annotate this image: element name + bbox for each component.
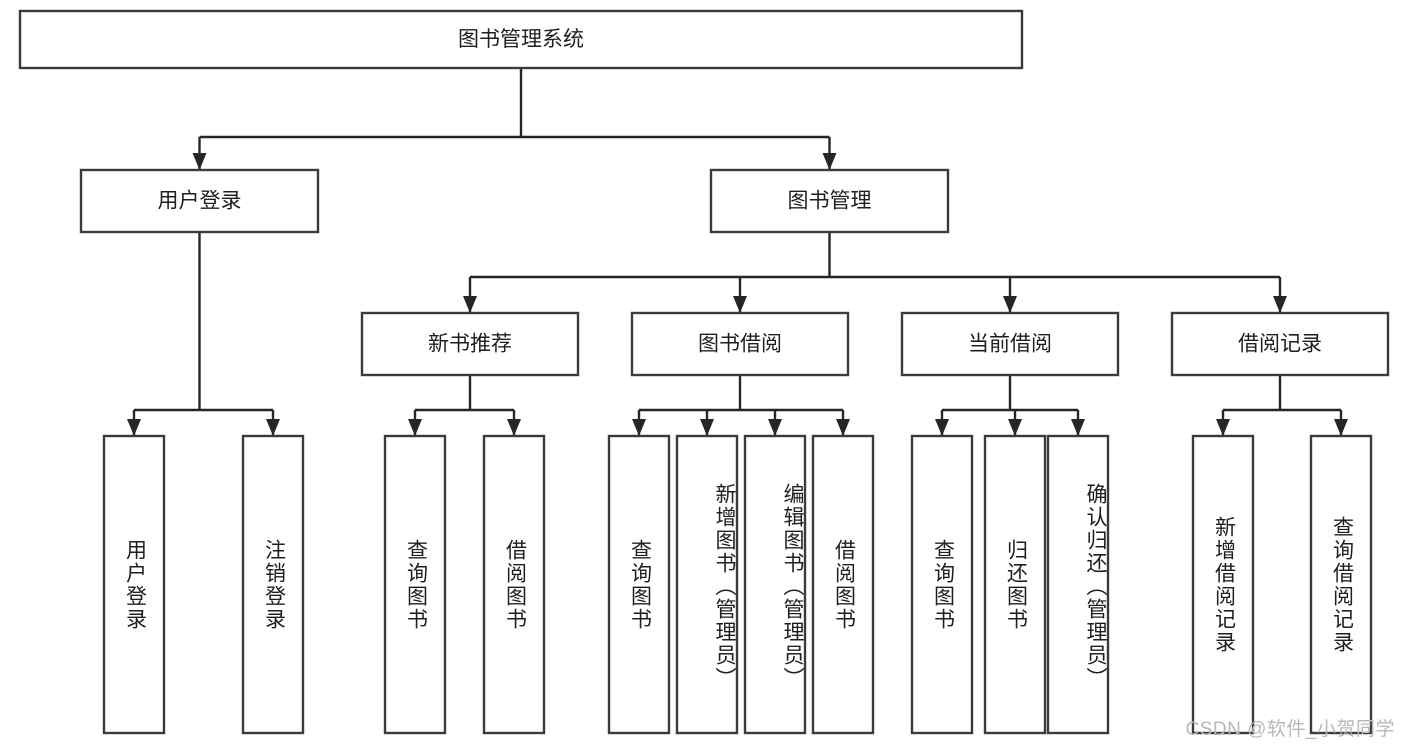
bookmgmt-to-level3-arrow-icon-3 bbox=[1273, 296, 1287, 313]
userlogin-to-leaves-arrow-icon-0 bbox=[127, 419, 141, 436]
level3-label-3: 借阅记录 bbox=[1238, 333, 1322, 356]
userlogin-to-leaves-arrow-icon-1 bbox=[266, 419, 280, 436]
leaf-box-8[interactable] bbox=[910, 434, 974, 735]
leaf-box-12[interactable] bbox=[1309, 434, 1373, 735]
leaf-box-11[interactable] bbox=[1191, 434, 1255, 735]
leaf-box-4[interactable] bbox=[607, 434, 671, 735]
level3-label-2: 当前借阅 bbox=[968, 333, 1052, 356]
connector-layer bbox=[127, 68, 1348, 436]
level3-box-0[interactable] bbox=[360, 311, 580, 377]
borrow-to-leaves-arrow-icon-3 bbox=[836, 419, 850, 436]
newbook-to-leaves-arrow-icon-1 bbox=[507, 419, 521, 436]
level2-box-1[interactable] bbox=[709, 168, 950, 234]
level2-label-1: 图书管理 bbox=[788, 190, 872, 213]
records-to-leaves-arrow-icon-1 bbox=[1334, 419, 1348, 436]
level3-label-0: 新书推荐 bbox=[428, 333, 512, 356]
level3-box-3[interactable] bbox=[1170, 311, 1390, 377]
leaf-box-10[interactable] bbox=[1046, 434, 1110, 735]
records-to-leaves-arrow-icon-0 bbox=[1216, 419, 1230, 436]
leaf-box-5[interactable] bbox=[675, 434, 739, 735]
level3-box-1[interactable] bbox=[630, 311, 850, 377]
node-box-layer bbox=[18, 9, 1390, 735]
leaf-box-1[interactable] bbox=[241, 434, 305, 735]
root-label-0: 图书管理系统 bbox=[458, 28, 584, 51]
level2-label-0: 用户登录 bbox=[158, 190, 242, 213]
root-box-0[interactable] bbox=[18, 9, 1024, 70]
level2-box-0[interactable] bbox=[79, 168, 320, 234]
leaf-box-6[interactable] bbox=[743, 434, 807, 735]
current-to-leaves-arrow-icon-1 bbox=[1008, 419, 1022, 436]
newbook-to-leaves-arrow-icon-0 bbox=[408, 419, 422, 436]
leaf-box-7[interactable] bbox=[811, 434, 875, 735]
level3-label-1: 图书借阅 bbox=[698, 333, 782, 356]
bookmgmt-to-level3-arrow-icon-1 bbox=[733, 296, 747, 313]
bookmgmt-to-level3-arrow-icon-2 bbox=[1003, 296, 1017, 313]
borrow-to-leaves-arrow-icon-0 bbox=[632, 419, 646, 436]
leaf-box-3[interactable] bbox=[482, 434, 546, 735]
borrow-to-leaves-arrow-icon-2 bbox=[768, 419, 782, 436]
bookmgmt-to-level3-arrow-icon-0 bbox=[463, 296, 477, 313]
current-to-leaves-arrow-icon-2 bbox=[1071, 419, 1085, 436]
borrow-to-leaves-arrow-icon-1 bbox=[700, 419, 714, 436]
current-to-leaves-arrow-icon-0 bbox=[935, 419, 949, 436]
level3-box-2[interactable] bbox=[900, 311, 1120, 377]
root-to-level2-arrow-icon-1 bbox=[822, 153, 837, 170]
leaf-box-0[interactable] bbox=[102, 434, 166, 735]
leaf-box-2[interactable] bbox=[383, 434, 447, 735]
leaf-box-9[interactable] bbox=[983, 434, 1047, 735]
root-to-level2-arrow-icon-0 bbox=[192, 153, 207, 170]
